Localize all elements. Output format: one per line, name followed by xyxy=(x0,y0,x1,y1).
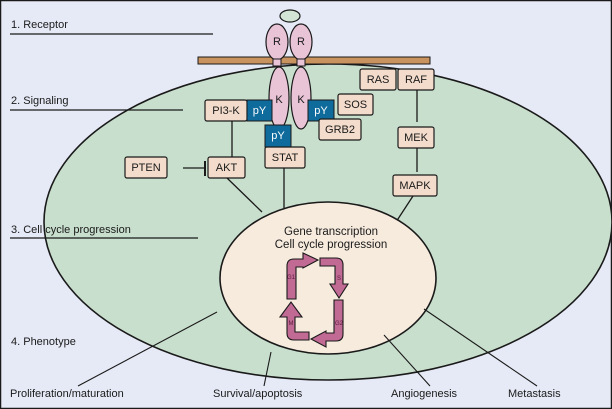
mapk-nucleus-link xyxy=(395,195,414,223)
angiogenesis-leader xyxy=(383,334,431,387)
stage-1-label: 1. Receptor xyxy=(11,19,68,31)
stage-2-label: 2. Signaling xyxy=(11,95,69,107)
phenotype-proliferation: Proliferation/maturation xyxy=(10,388,124,400)
sos-label: SOS xyxy=(344,99,367,111)
phenotype-angiogenesis: Angiogenesis xyxy=(391,388,458,400)
pi3k-label: PI3-K xyxy=(212,105,240,117)
receptor-k-label-left: K xyxy=(275,94,283,106)
receptor-left xyxy=(265,23,290,130)
protein-pten: PTEN xyxy=(124,156,168,179)
akt-nucleus-link xyxy=(226,177,263,213)
protein-ras: RAS xyxy=(359,68,397,91)
protein-stat: STAT xyxy=(264,146,306,169)
metastasis-leader xyxy=(423,308,538,387)
receptor-kinase-domain xyxy=(290,66,312,130)
pten-label: PTEN xyxy=(131,162,160,174)
phase-m-label: M xyxy=(289,321,294,327)
receptor-k-label-right: K xyxy=(297,94,305,106)
proliferation-leader xyxy=(77,311,218,387)
protein-sos: SOS xyxy=(337,93,374,116)
g1-arrow xyxy=(286,252,320,300)
nucleus-label-line1: Gene transcription xyxy=(284,226,378,238)
receptor-right xyxy=(289,23,313,130)
stage-4-label: 4. Phenotype xyxy=(11,336,76,348)
phenotype-metastasis: Metastasis xyxy=(508,388,561,400)
stage-3-label: 3. Cell cycle progression xyxy=(11,224,131,236)
protein-grb2: GRB2 xyxy=(318,118,362,141)
receptor-transmembrane xyxy=(272,58,282,67)
cell-cycle xyxy=(278,252,350,348)
py-label: pY xyxy=(253,105,267,117)
phase-s-label: S xyxy=(337,276,341,282)
receptor-transmembrane xyxy=(296,58,306,67)
g2-arrow xyxy=(309,299,344,348)
grb2-label: GRB2 xyxy=(325,124,355,136)
phospho-site-stat: pY xyxy=(264,124,292,148)
m-arrow xyxy=(278,301,310,341)
mek-label: MEK xyxy=(404,132,429,144)
py-label: pY xyxy=(314,105,328,117)
protein-mapk: MAPK xyxy=(392,174,438,197)
s-arrow xyxy=(319,257,350,300)
receptor-r-label-left: R xyxy=(273,36,281,48)
receptor-r-label-right: R xyxy=(297,36,305,48)
protein-mek: MEK xyxy=(397,126,435,149)
protein-akt: AKT xyxy=(207,156,246,179)
ligand xyxy=(279,9,301,23)
raf-label: RAF xyxy=(405,74,427,86)
nucleus xyxy=(219,201,437,355)
cell-membrane xyxy=(197,56,431,65)
nucleus-label-line2: Cell cycle progression xyxy=(275,239,388,251)
protein-raf: RAF xyxy=(397,68,435,91)
phenotype-survival: Survival/apoptosis xyxy=(213,388,303,400)
ras-label: RAS xyxy=(367,74,390,86)
phase-g1-label: G1 xyxy=(287,275,296,281)
phospho-site-grb2: pY xyxy=(307,99,335,122)
stat-label: STAT xyxy=(272,152,299,164)
py-label: pY xyxy=(271,130,285,142)
phase-g2-label: G2 xyxy=(335,321,344,327)
akt-label: AKT xyxy=(216,162,238,174)
protein-pi3k: PI3-K xyxy=(204,99,248,122)
phospho-site-pi3k: pY xyxy=(246,99,273,122)
mapk-label: MAPK xyxy=(399,180,431,192)
survival-leader xyxy=(263,351,272,387)
